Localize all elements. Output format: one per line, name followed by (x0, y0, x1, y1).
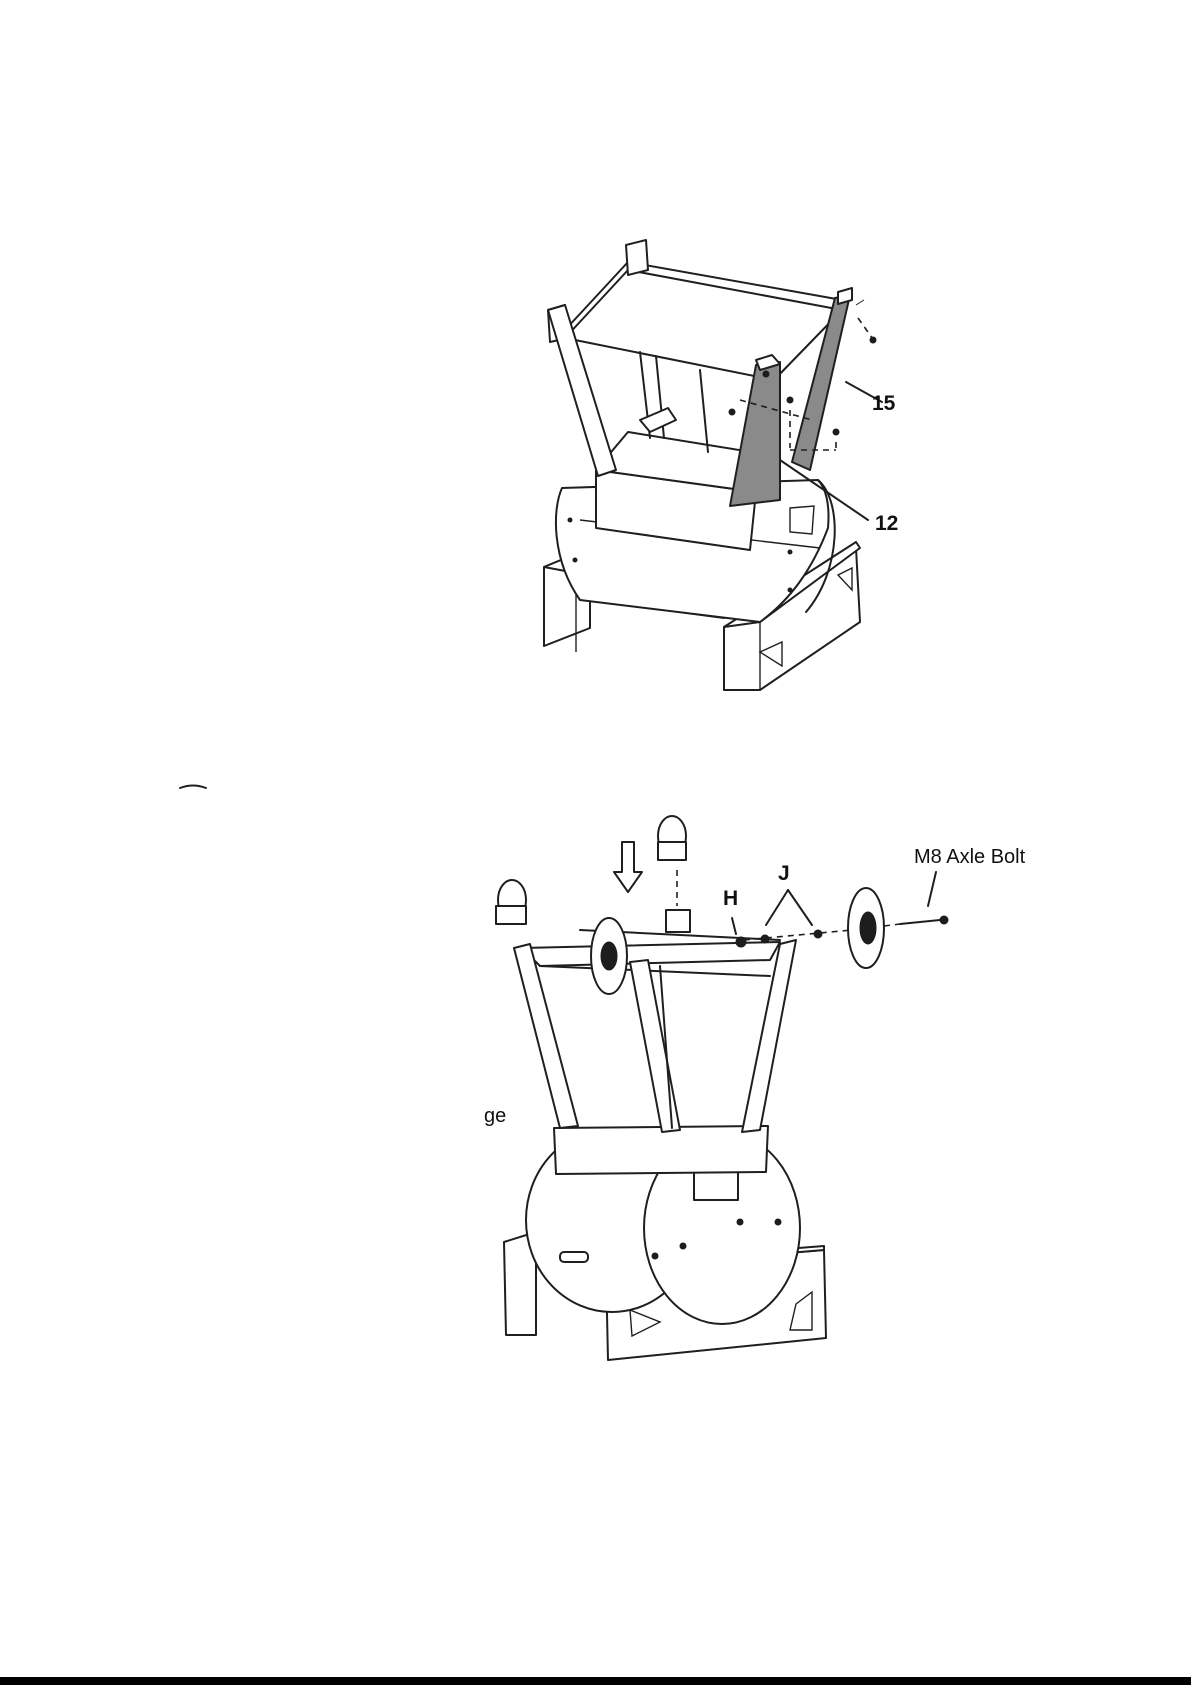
leg-bottom-front (630, 960, 680, 1132)
clipped-text: ge (484, 1105, 506, 1127)
top-frame (548, 240, 842, 380)
lower-box-bottom (554, 1126, 768, 1174)
down-arrow (614, 842, 642, 892)
leg-bottom-right (742, 940, 796, 1132)
leg-bottom-left (514, 944, 578, 1128)
callout-h: H (723, 887, 738, 910)
caster-top (658, 816, 686, 906)
nut-h (736, 937, 746, 947)
caster-left (496, 880, 526, 924)
callout-axle-bolt: M8 Axle Bolt (914, 846, 1026, 868)
callout-12: 12 (875, 512, 898, 535)
axle-bolt (900, 920, 940, 924)
callout-j: J (778, 862, 790, 885)
bottom-assembly-figure: H J M8 Axle Bolt ge (484, 816, 1026, 1360)
callout-15: 15 (872, 392, 896, 415)
leg-12 (730, 355, 780, 506)
wheel-left (591, 918, 627, 994)
page-bottom-rule (0, 1677, 1191, 1685)
top-assembly-figure: 15 12 (544, 240, 898, 690)
clipped-mark (180, 786, 206, 789)
